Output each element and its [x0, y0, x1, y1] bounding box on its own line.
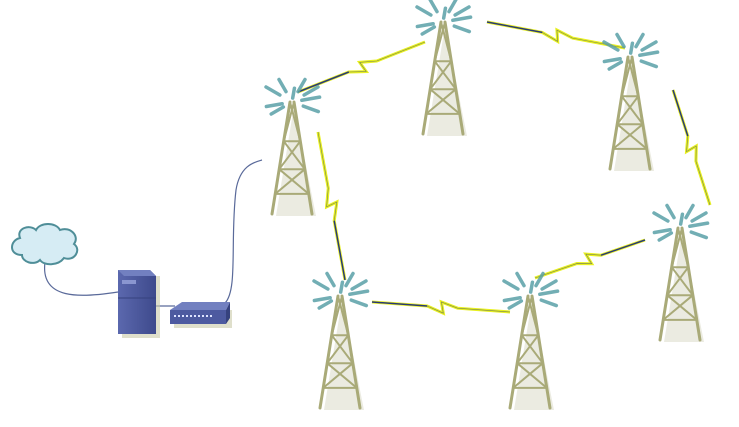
- server-icon: [118, 270, 160, 338]
- tower-6-icon: [502, 271, 560, 410]
- wireless-link: [297, 40, 426, 94]
- cloud-icon: [11, 223, 79, 266]
- wireless-link: [371, 299, 511, 316]
- wireless-link: [486, 20, 626, 50]
- wireless-link: [671, 89, 712, 206]
- tower-3-icon: [602, 32, 660, 171]
- cable-cloud-server: [44, 261, 119, 296]
- wireless-link: [534, 238, 646, 280]
- tower-2-icon: [415, 0, 473, 136]
- tower-5-icon: [312, 271, 370, 410]
- tower-4-icon: [652, 203, 710, 342]
- tower-1-icon: [264, 77, 322, 216]
- cable-switch-tower: [224, 159, 263, 304]
- switch-icon: [170, 302, 232, 328]
- wireless-link: [316, 131, 347, 281]
